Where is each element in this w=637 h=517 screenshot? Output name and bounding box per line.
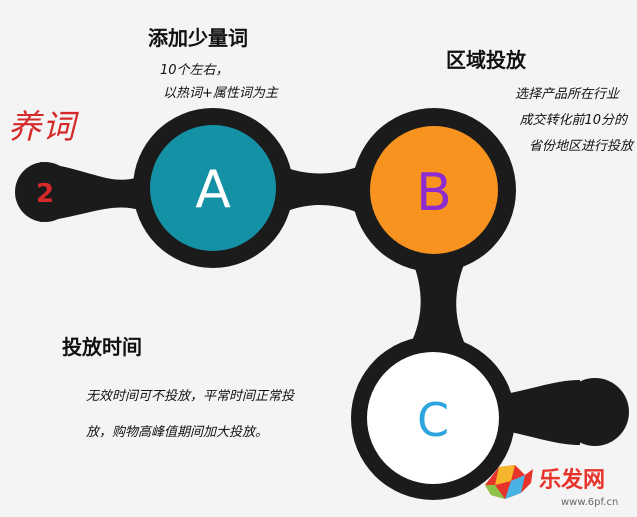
start-node-number: 2 bbox=[36, 179, 54, 209]
node-a-letter: A bbox=[195, 160, 231, 220]
block-c-line-2: 放，购物高峰值期间加大投放。 bbox=[86, 425, 269, 440]
side-label: 养词 bbox=[8, 107, 76, 146]
node-c-letter: C bbox=[417, 393, 449, 447]
connector-c-end bbox=[500, 380, 580, 445]
block-b-line-1: 选择产品所在行业 bbox=[514, 87, 619, 102]
block-a-line-1: 10个左右， bbox=[160, 63, 229, 78]
block-a-line-2: 以热词+属性词为主 bbox=[163, 86, 278, 101]
watermark-brand: 乐发网 bbox=[539, 467, 605, 493]
block-c-title: 投放时间 bbox=[62, 335, 142, 359]
connector-b-c bbox=[405, 255, 470, 355]
node-a-fill bbox=[150, 125, 276, 251]
block-b-line-2: 成交转化前10分的 bbox=[519, 113, 627, 128]
block-a-title: 添加少量词 bbox=[148, 26, 248, 50]
watermark-url: www.6pf.cn bbox=[561, 497, 618, 508]
end-node-outer bbox=[561, 378, 629, 446]
start-node-outer bbox=[15, 162, 75, 222]
connector-a-b bbox=[270, 160, 372, 220]
watermark-logo: 乐发网 www.6pf.cn bbox=[485, 465, 618, 508]
node-b-fill bbox=[370, 126, 498, 254]
node-c-fill bbox=[367, 352, 499, 484]
block-b-title: 区域投放 bbox=[446, 48, 526, 72]
node-b-letter: B bbox=[416, 163, 452, 223]
block-b-line-3: 省份地区进行投放 bbox=[528, 139, 633, 154]
block-c-line-1: 无效时间可不投放，平常时间正常投 bbox=[86, 389, 295, 404]
